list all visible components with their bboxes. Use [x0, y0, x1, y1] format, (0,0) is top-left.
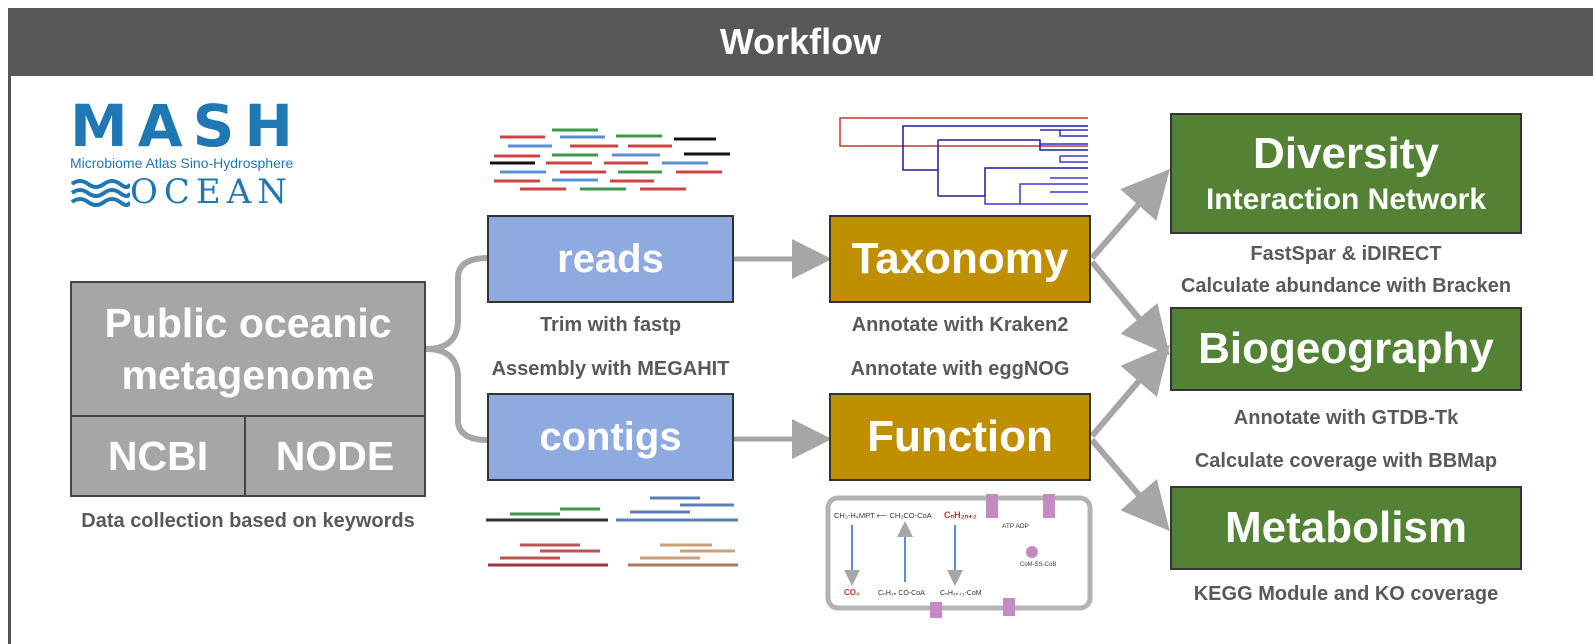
function-label: Function	[867, 412, 1053, 461]
mash-ocean-logo: MASH Microbiome Atlas Sino-Hydrosphere O…	[70, 92, 330, 212]
node-label: NODE	[275, 432, 395, 479]
workflow-frame	[8, 8, 1593, 644]
source-title-line2: metagenome	[121, 352, 375, 398]
header-bar: Workflow	[8, 8, 1593, 76]
metabolism-label: Metabolism	[1224, 503, 1468, 552]
logo-ocean: OCEAN	[130, 172, 294, 212]
branch-connector	[425, 255, 489, 443]
reads-box: reads	[487, 215, 734, 303]
taxonomy-label: Taxonomy	[851, 234, 1069, 283]
biogeography-box: Biogeography	[1170, 307, 1522, 391]
contigs-label: contigs	[539, 414, 682, 459]
tree-illustration	[839, 117, 1088, 205]
svg-text:CₙH₂ₙ₊₂: CₙH₂ₙ₊₂	[944, 510, 977, 520]
arrow-taxonomy-diversity	[1089, 168, 1170, 260]
contigs-box: contigs	[487, 393, 734, 481]
pathway-illustration: CH₃-H₄MPT ⟵ CH₃CO-CoA CₙH₂ₙ₊₂ ATP ADP Co…	[825, 494, 1093, 618]
function-caption: Annotate with eggNOG	[850, 358, 1070, 380]
biogeography-label: Biogeography	[1198, 324, 1494, 373]
arrow-function-metabolism	[1089, 438, 1170, 532]
svg-text:CH₃-H₄MPT ⟵ CH₃CO-CoA: CH₃-H₄MPT ⟵ CH₃CO-CoA	[834, 511, 932, 520]
reads-label: reads	[557, 236, 664, 281]
metabolism-caption: KEGG Module and KO coverage	[1193, 583, 1499, 605]
logo-mash: MASH	[70, 92, 303, 160]
diversity-subtitle: Interaction Network	[1205, 182, 1487, 216]
arrow-function-biogeography	[1089, 344, 1170, 438]
taxonomy-box: Taxonomy	[829, 215, 1091, 303]
diversity-box: Diversity Interaction Network	[1170, 113, 1522, 234]
biogeography-caption-1: Annotate with GTDB-Tk	[1233, 407, 1459, 429]
diversity-title: Diversity	[1253, 128, 1439, 178]
svg-text:CₙH₂ₙ CO-CoA: CₙH₂ₙ CO-CoA	[878, 590, 925, 597]
header-title: Workflow	[719, 21, 882, 62]
source-caption: Data collection based on keywords	[81, 510, 415, 532]
contigs-caption: Assembly with MEGAHIT	[491, 358, 730, 380]
reads-caption: Trim with fastp	[539, 314, 682, 336]
arrow-taxonomy-biogeography	[1089, 260, 1170, 356]
svg-text:CₙH₂ₙ₊₁-CoM: CₙH₂ₙ₊₁-CoM	[940, 590, 982, 597]
logo-subtitle: Microbiome Atlas Sino-Hydrosphere	[70, 155, 294, 171]
metabolism-box: Metabolism	[1170, 486, 1522, 570]
diversity-caption-2: Calculate abundance with Bracken	[1180, 275, 1512, 297]
svg-text:CO₂: CO₂	[844, 588, 860, 597]
wave-icon	[70, 176, 132, 208]
diversity-caption-1: FastSpar & iDIRECT	[1250, 243, 1442, 265]
taxonomy-caption: Annotate with Kraken2	[851, 314, 1069, 336]
contigs-illustration	[486, 496, 738, 567]
svg-text:CoM-SS-CoB: CoM-SS-CoB	[1020, 562, 1056, 568]
svg-text:ATP ADP: ATP ADP	[1002, 523, 1029, 530]
reads-illustration	[490, 128, 730, 191]
node-box: NODE	[244, 415, 426, 497]
function-box: Function	[829, 393, 1091, 481]
source-box: Public oceanic metagenome	[70, 281, 426, 417]
ncbi-label: NCBI	[107, 432, 209, 479]
ncbi-box: NCBI	[70, 415, 246, 497]
source-title-line1: Public oceanic	[104, 300, 392, 346]
biogeography-caption-2: Calculate coverage with BBMap	[1194, 450, 1498, 472]
